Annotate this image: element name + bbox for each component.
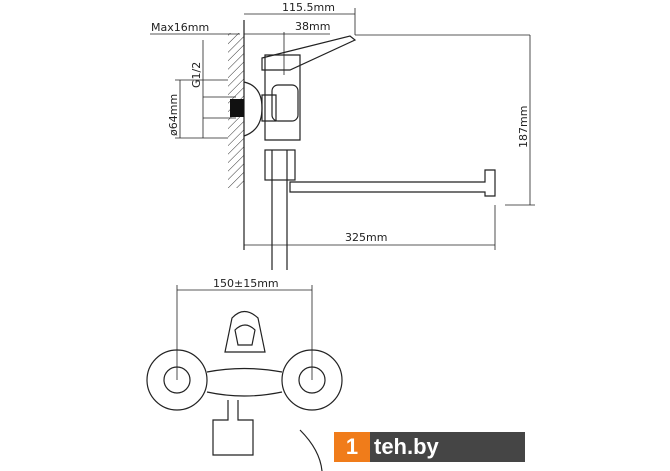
label-spout-length: 325mm <box>345 231 387 244</box>
label-lever-offset: 38mm <box>295 20 330 33</box>
site-logo: 1 teh.by <box>334 432 525 462</box>
label-max-wall: Max16mm <box>151 21 209 34</box>
label-thread: G1/2 <box>190 62 203 88</box>
logo-text: teh.by <box>370 432 525 462</box>
label-height: 187mm <box>517 106 530 148</box>
label-flange-diameter: ø64mm <box>167 94 180 136</box>
label-center-distance: 150±15mm <box>213 277 279 290</box>
logo-number: 1 <box>334 432 370 462</box>
label-total-depth: 115.5mm <box>282 1 335 14</box>
